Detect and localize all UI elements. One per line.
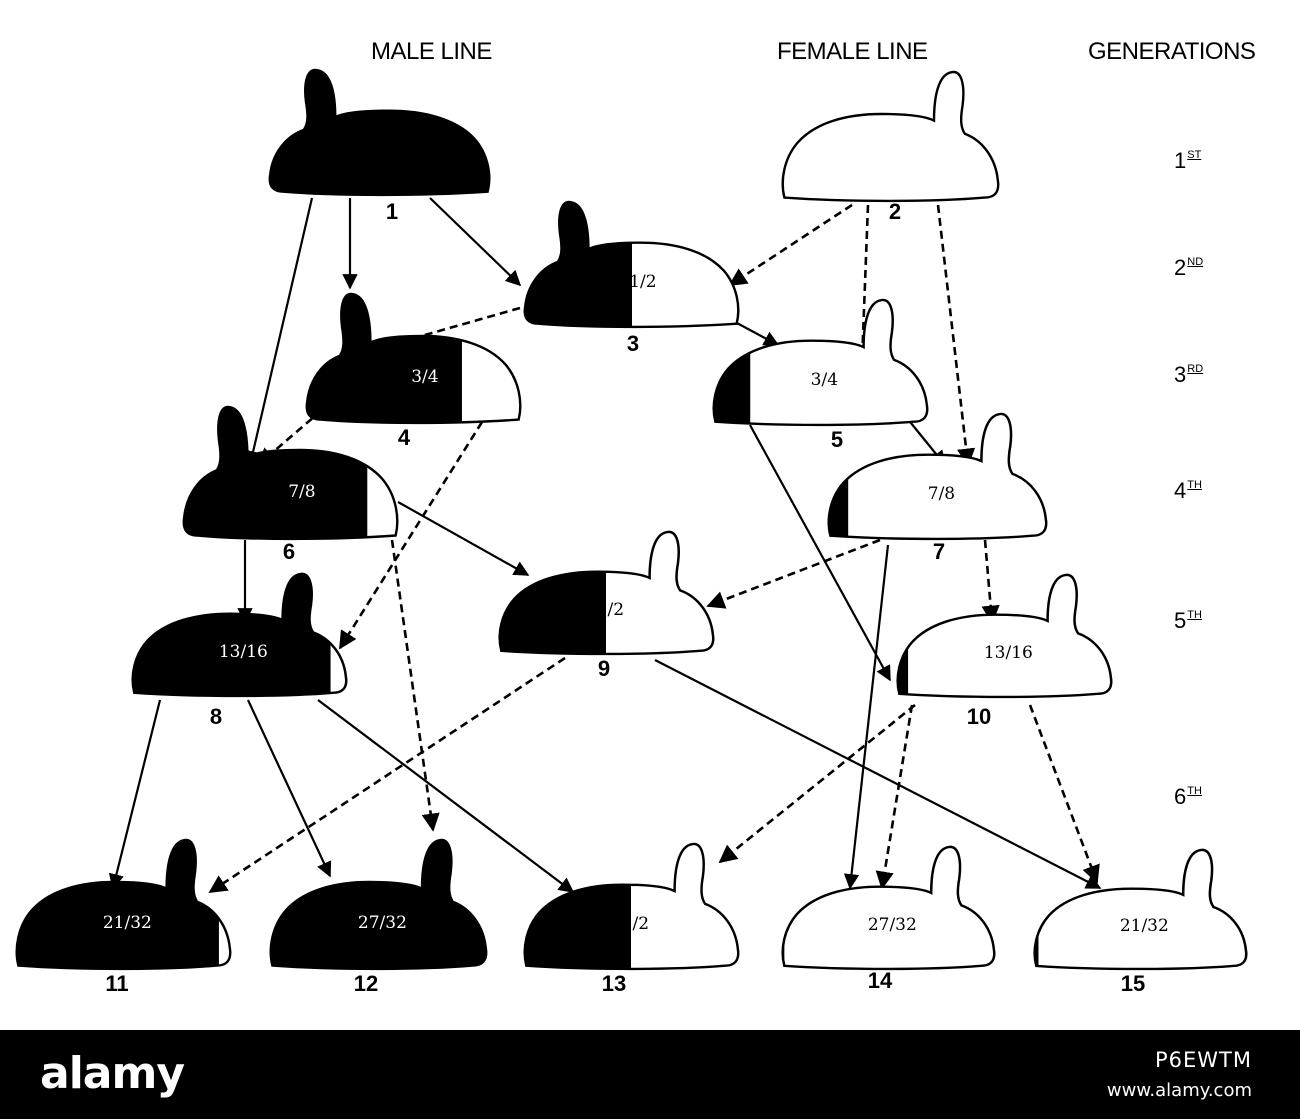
rabbit-7: [826, 412, 1048, 540]
rabbit-number-10: 10: [959, 704, 999, 730]
alamy-logo: alamy: [40, 1048, 184, 1099]
rabbit-14-fraction: 27/32: [868, 915, 917, 935]
rabbit-9-fraction: 1/2: [597, 600, 624, 620]
rabbit-number-5: 5: [817, 427, 857, 453]
rabbit-15-fraction: 21/32: [1120, 916, 1169, 936]
rabbit-8-fraction: 13/16: [219, 642, 268, 662]
cross-arrow-10-to-15: [1030, 705, 1097, 882]
cross-arrow-7-to-14: [850, 545, 888, 888]
rabbit-4-dark-part: [305, 292, 462, 424]
rabbit-3-fraction: 1/2: [629, 272, 656, 292]
cross-arrow-2-to-3: [730, 205, 852, 285]
rabbit-1: [268, 68, 492, 196]
rabbit-9: [497, 530, 715, 655]
cross-arrow-8-to-12: [248, 700, 330, 876]
rabbit-11-dark-part: [14, 838, 219, 970]
rabbit-5: [711, 298, 929, 426]
rabbit-13-dark-part: [522, 842, 631, 970]
rabbit-4-fraction: 3/4: [411, 367, 438, 387]
rabbit-number-15: 15: [1113, 971, 1153, 997]
rabbit-14: [780, 845, 996, 970]
cross-arrow-1-to-3: [430, 198, 520, 285]
rabbit-11: [14, 838, 232, 970]
rabbit-3-dark-part: [523, 200, 632, 328]
cross-arrow-7-to-10: [985, 540, 992, 622]
image-id: P6EWTM: [1155, 1048, 1252, 1072]
rabbit-9-dark-part: [497, 530, 606, 655]
cross-arrow-2-to-7: [938, 205, 968, 465]
rabbit-6: [182, 405, 400, 540]
rabbit-number-1: 1: [372, 199, 412, 225]
rabbit-number-6: 6: [269, 539, 309, 565]
cross-arrow-3-to-5: [735, 322, 778, 345]
footer-bar: alamy P6EWTM www.alamy.com: [0, 1030, 1300, 1119]
rabbit-3: [523, 200, 741, 328]
rabbit-5-fraction: 3/4: [811, 370, 838, 390]
rabbit-8: [130, 572, 348, 697]
rabbit-2: [780, 70, 1000, 202]
rabbit-13-fraction: 1/2: [622, 914, 649, 934]
rabbit-12-fraction: 27/32: [358, 913, 407, 933]
cross-arrow-6-to-9: [398, 502, 528, 575]
rabbit-number-12: 12: [346, 971, 386, 997]
pedigree-svg: 1/2 3/4 3/4 7/8 7/8 13/16 1/2 13/16 21/32 27/32 1/…: [0, 0, 1300, 1030]
rabbit-8-dark-part: [130, 572, 331, 697]
cross-arrow-8-to-11: [113, 700, 160, 888]
rabbit-number-8: 8: [196, 704, 236, 730]
breeding-diagram: MALE LINE FEMALE LINE GENERATIONS 1ST 2N…: [0, 0, 1300, 1030]
rabbit-number-14: 14: [860, 968, 900, 994]
rabbit-number-4: 4: [384, 425, 424, 451]
rabbit-10-fraction: 13/16: [984, 643, 1033, 663]
cross-arrow-10-to-14: [882, 705, 912, 888]
footer-url: www.alamy.com: [1107, 1080, 1252, 1101]
rabbit-7-fraction: 7/8: [928, 484, 955, 504]
rabbit-number-3: 3: [613, 331, 653, 357]
rabbit-10: [895, 573, 1113, 698]
rabbit-number-2: 2: [875, 199, 915, 225]
rabbit-6-fraction: 7/8: [288, 482, 315, 502]
rabbit-number-11: 11: [97, 971, 137, 997]
rabbit-4: [305, 292, 523, 424]
rabbit-number-7: 7: [919, 539, 959, 565]
rabbit-12-dark-part: [268, 838, 488, 970]
rabbit-13: [522, 842, 740, 970]
rabbit-15: [1032, 848, 1248, 970]
cross-arrow-1-to-6: [250, 198, 312, 465]
rabbit-2-white-part: [780, 70, 1000, 202]
cross-arrow-10-to-13: [720, 705, 915, 862]
rabbit-12: [268, 838, 488, 970]
cross-arrow-5-to-10: [750, 425, 890, 680]
cross-arrow-6-to-12: [392, 540, 433, 830]
rabbit-11-fraction: 21/32: [103, 913, 152, 933]
rabbit-number-9: 9: [584, 656, 624, 682]
rabbit-number-13: 13: [594, 971, 634, 997]
cross-arrow-7-to-9: [708, 540, 880, 606]
